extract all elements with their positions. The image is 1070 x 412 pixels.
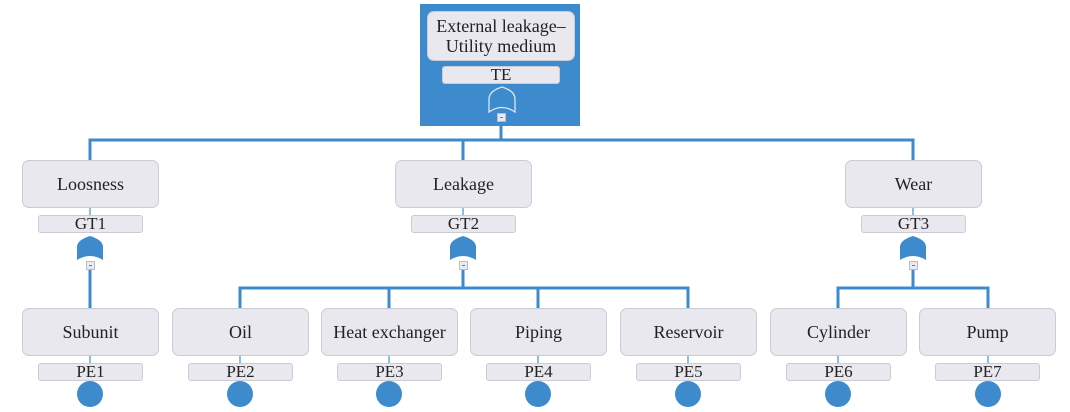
- basic-event-id-label: PE2: [188, 363, 293, 381]
- basic-event-title: Piping: [514, 322, 562, 342]
- or-gate-icon: [900, 236, 926, 260]
- basic-event-title: Reservoir: [653, 322, 724, 342]
- connector-thin: [89, 60, 989, 363]
- collapse-toggle-gt2[interactable]: [459, 261, 468, 270]
- basic-event-id-label: PE6: [786, 363, 891, 381]
- basic-event-id-label: PE5: [636, 363, 741, 381]
- basic-event-id-label: PE4: [486, 363, 591, 381]
- basic-event-title: Pump: [966, 322, 1009, 342]
- basic-event-circle-icon: [77, 381, 103, 407]
- basic-event-circle-icon: [227, 381, 253, 407]
- collapse-toggle-gt3[interactable]: [909, 261, 918, 270]
- basic-event-title: Cylinder: [807, 322, 870, 342]
- top-event-title-line1: External leakage–: [436, 16, 566, 36]
- basic-event-id-label: PE7: [935, 363, 1040, 381]
- intermediate-event-node[interactable]: Wear: [845, 160, 982, 208]
- basic-event-id-label: PE3: [337, 363, 442, 381]
- basic-event-node[interactable]: Oil: [172, 308, 309, 356]
- basic-event-title: Heat exchanger: [333, 322, 446, 342]
- basic-event-id-label: PE1: [38, 363, 143, 381]
- intermediate-event-title: Loosness: [57, 174, 124, 194]
- basic-event-circle-icon: [975, 381, 1001, 407]
- basic-event-title: Subunit: [62, 322, 119, 342]
- intermediate-event-node[interactable]: Loosness: [22, 160, 159, 208]
- or-gate-icon: [488, 86, 516, 114]
- top-event-node[interactable]: External leakage– Utility medium: [427, 11, 575, 61]
- top-event-id-label: TE: [442, 66, 560, 84]
- basic-event-node[interactable]: Heat exchanger: [321, 308, 458, 356]
- intermediate-event-id-label: GT2: [411, 215, 516, 233]
- or-gate-icon: [77, 236, 103, 260]
- connector-te-bus: [88, 122, 915, 160]
- intermediate-event-id-label: GT1: [38, 215, 143, 233]
- top-event-title-line2: Utility medium: [445, 36, 557, 56]
- intermediate-event-title: Leakage: [433, 174, 494, 194]
- connector-gt2-bus: [238, 270, 690, 308]
- intermediate-event-id-label: GT3: [861, 215, 966, 233]
- collapse-toggle-gt1[interactable]: [86, 261, 95, 270]
- basic-event-circle-icon: [525, 381, 551, 407]
- intermediate-event-node[interactable]: Leakage: [395, 160, 532, 208]
- basic-event-node[interactable]: Cylinder: [770, 308, 907, 356]
- basic-event-node[interactable]: Subunit: [22, 308, 159, 356]
- or-gate-icon: [450, 236, 476, 260]
- basic-event-circle-icon: [675, 381, 701, 407]
- basic-event-circle-icon: [825, 381, 851, 407]
- basic-event-node[interactable]: Piping: [470, 308, 607, 356]
- connector-gt3-bus: [836, 270, 990, 308]
- basic-event-title: Oil: [228, 322, 252, 342]
- collapse-toggle-te[interactable]: [497, 113, 506, 122]
- basic-event-circle-icon: [376, 381, 402, 407]
- basic-event-node[interactable]: Pump: [919, 308, 1056, 356]
- basic-event-node[interactable]: Reservoir: [620, 308, 757, 356]
- intermediate-event-title: Wear: [894, 174, 933, 194]
